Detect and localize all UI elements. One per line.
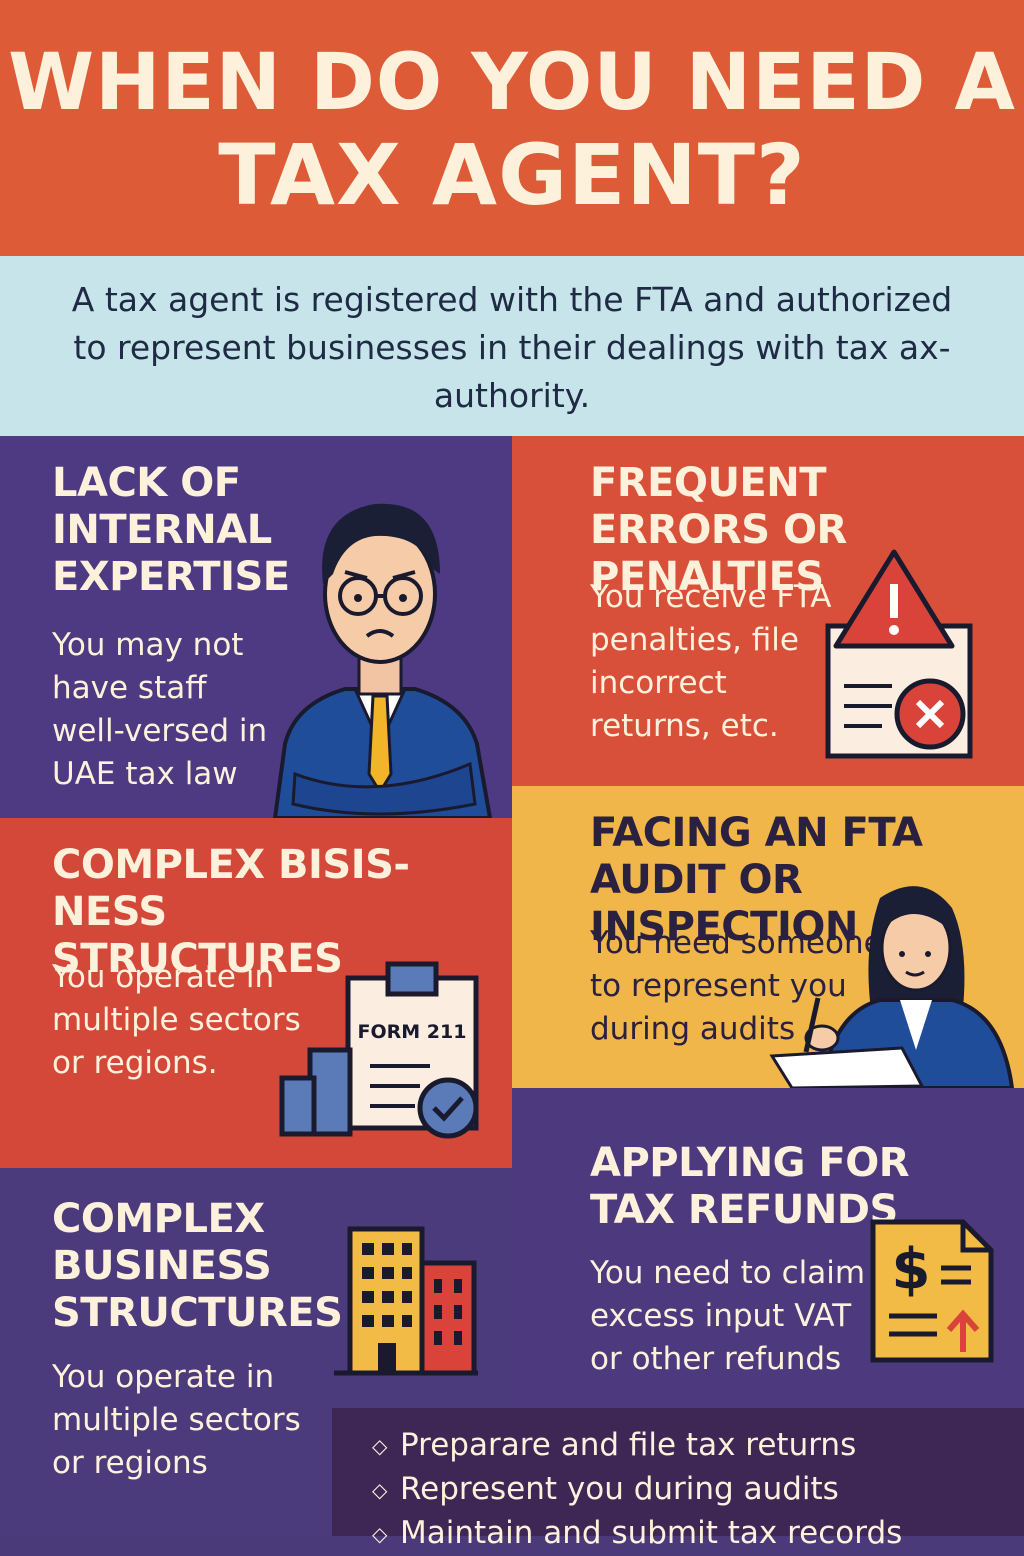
services-list: ◇Preparare and file tax returns ◇Represe… <box>372 1424 1012 1556</box>
page-title-line-2: TAX AGENT? <box>218 126 806 224</box>
form-buildings-icon: FORM 211 <box>279 961 479 1139</box>
intro-banner <box>0 256 1024 436</box>
card-body: You operate in multiple sectors or regio… <box>52 959 301 1081</box>
diamond-bullet-icon: ◇ <box>372 1522 388 1546</box>
card-fta-audit: FACING AN FTA AUDIT OR INSPECTION You ne… <box>512 786 1024 1088</box>
title-banner <box>0 0 1024 256</box>
card-heading: COMPLEX BUSINESS STRUCTURES <box>52 1196 343 1336</box>
card-body: You need to claim excess input VAT or ot… <box>590 1255 866 1377</box>
card-body: You operate in multiple sectors or regio… <box>52 1359 301 1481</box>
svg-text:$: $ <box>892 1237 931 1302</box>
card-body: You receive FTA penalties, file incorrec… <box>590 579 832 744</box>
card-body: You need someone to represent you during… <box>590 925 883 1047</box>
page-title-line-1: WHEN DO YOU NEED A <box>8 38 1016 128</box>
list-item: ◇Preparare and file tax returns <box>372 1424 1012 1468</box>
list-item: ◇Maintain and submit tax records <box>372 1512 1012 1556</box>
card-lack-of-expertise: LACK OF INTERNAL EXPERTISE You may not h… <box>0 436 512 818</box>
card-heading: LACK OF INTERNAL EXPERTISE <box>52 460 290 600</box>
warning-document-icon <box>825 549 973 759</box>
list-item: ◇Represent you during audits <box>372 1468 1012 1512</box>
card-tax-refunds: APPLYING FOR TAX REFUNDS You need to cla… <box>512 1088 1024 1408</box>
card-heading: FACING AN FTA AUDIT OR INSPECTION <box>590 810 923 950</box>
refund-document-icon: $ <box>870 1219 994 1363</box>
intro-text: A tax agent is registered with the FTA a… <box>71 280 953 415</box>
card-heading: APPLYING FOR TAX REFUNDS <box>590 1140 910 1233</box>
card-body: You may not have staff well-versed in UA… <box>52 627 268 792</box>
services-box <box>332 1408 1024 1536</box>
card-heading: COMPLEX BISIS-NESS STRUCTURES <box>52 842 410 982</box>
woman-signing-icon <box>769 886 1015 1088</box>
card-heading: FREQUENT ERRORS OR PENALTIES <box>590 460 847 600</box>
worried-man-icon <box>272 503 493 818</box>
diamond-bullet-icon: ◇ <box>372 1434 388 1458</box>
card-complex-bisis-ness: COMPLEX BISIS-NESS STRUCTURES You operat… <box>0 818 512 1168</box>
buildings-icon <box>334 1226 478 1376</box>
card-frequent-errors: FREQUENT ERRORS OR PENALTIES You receive… <box>512 436 1024 786</box>
form-label: FORM 211 <box>358 1021 467 1043</box>
diamond-bullet-icon: ◇ <box>372 1478 388 1502</box>
